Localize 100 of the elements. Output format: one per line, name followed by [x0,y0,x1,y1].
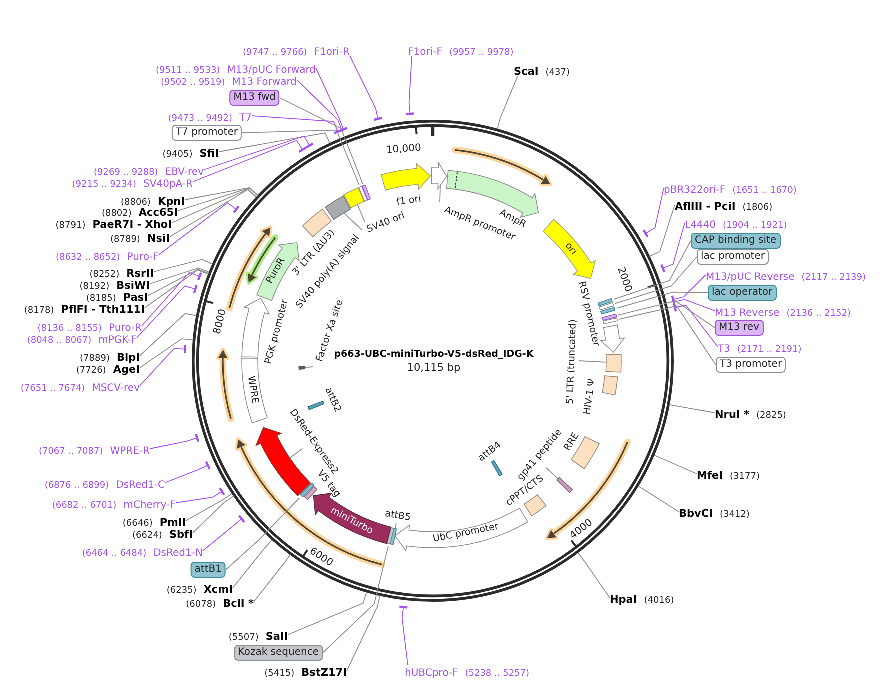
primer-range: (8632 .. 8652) [56,253,120,263]
leader-line [140,338,194,368]
feature-label: UbC promoter [432,521,500,545]
primer-range: (9502 .. 9519) [160,78,226,88]
enzyme-name: SalI [266,631,288,643]
primer-name: MSCV-rev [92,383,140,394]
feature-tag: M13 rev [715,320,764,336]
leader-line [164,460,211,484]
enzyme-name: SbfI [169,529,193,541]
leader-line [395,522,397,530]
feature-label: PGK promoter [263,298,291,366]
cut-site-position: (3412) [720,510,750,520]
leader-line [144,270,210,308]
feature-label: ori [562,240,580,258]
enzyme-name: PmlI [160,517,186,529]
leader-line [289,448,304,459]
leader-line [202,514,246,552]
cut-site-position: (6646) [122,519,153,529]
primer-name: WPRE-R [110,446,150,457]
primer-name: F1ori-F [408,47,442,58]
primer-name: SV40pA-R [144,179,193,190]
enzyme-name: ScaI [514,66,539,78]
primer-name: M13 Forward [232,77,297,88]
primer-name: L4440 [685,220,716,231]
primer-range: (9473 .. 9492) [168,114,233,124]
feature-mark [361,184,372,202]
feature-box [342,186,366,210]
enzyme-name: XcmI [204,584,233,596]
enzyme-name: HpaI [610,594,638,606]
primer-range: (2171 .. 2191) [737,345,802,355]
leader-line [357,204,366,222]
primer-range: (6682 .. 6701) [52,501,117,511]
feature-tag: lac operator [708,285,777,301]
enzyme-name: PaeR7I - XhoI [92,219,172,231]
leader-line [158,202,240,256]
enzyme-name: NruI * [715,409,750,421]
primer-name: Puro-F [127,252,159,263]
feature-tag: Kozak sequence [234,645,323,661]
leader-line [638,486,680,512]
leader-line [304,366,314,368]
feature-label: attB5 [384,508,412,524]
primer-range: (6464 .. 6484) [82,549,147,559]
feature-segment [542,218,597,280]
leader-line [440,184,441,203]
primer-range: (8136 .. 8155) [38,324,102,334]
primer-name: M13/pUC Reverse [706,272,795,283]
leader-line [578,360,607,363]
cut-site-position: (8802) [102,209,132,219]
cut-site-position: (8806) [121,198,151,208]
enzyme-name: BsiWI [116,280,150,292]
primer-range: (6876 .. 6899) [44,481,110,491]
feature-mark [357,185,369,203]
primer-name: DsRed1-N [154,548,203,559]
leader-line [280,98,364,184]
cut-site-position: (4016) [644,596,674,606]
cut-site-position: (8192) [80,282,110,292]
primer-range: (2136 .. 2152) [786,309,852,319]
feature-mark [299,482,316,498]
leader-line [184,187,259,200]
feature-tag: T3 promoter [716,357,786,373]
plasmid-name: p663-UBC-miniTurbo-V5-dsRed_IDG-K [334,349,534,361]
primer-range: (7067 .. 7087) [38,447,104,457]
leader-line [649,204,676,258]
leader-line [204,136,314,170]
leader-line [614,240,692,300]
leader-line [672,297,716,312]
feature-label: 5' LTR (truncated) [565,319,579,405]
leader-line [242,130,360,186]
enzyme-name: RsrII [126,268,154,280]
leader-line [140,344,187,386]
leader-line [673,302,718,348]
feature-box [605,353,623,374]
leader-line [654,454,698,474]
leader-line [142,272,202,326]
leader-line [296,80,347,133]
leader-line [546,468,559,480]
cut-site-position: (8791) [56,221,86,231]
feature-label: HIV-1 Ψ [582,378,598,416]
enzyme-name: AgeI [113,364,140,376]
feature-tag: M13 fwd [230,90,280,106]
primer-name: mCherry-F [124,500,176,511]
primer-range: (9747 .. 9766) [243,48,308,58]
cut-site-position: (7726) [76,366,106,376]
leader-line [350,56,384,122]
primer-range: (9215 .. 9234) [72,180,137,190]
feature-tag: CAP binding site [691,233,781,249]
leader-line [218,132,331,152]
tick-label: 2000 [614,266,634,294]
cut-site-position: (6235) [166,586,197,596]
feature-mark [303,485,319,501]
enzyme-name: PasI [123,292,148,304]
leader-line [344,212,363,231]
feature-mark [602,317,619,326]
leader-line [578,552,610,598]
leader-line [252,116,343,134]
leader-line [232,540,273,588]
cut-site-position: (5507) [228,633,259,643]
leader-line [660,222,686,274]
leader-line [405,56,416,116]
feature-box [324,195,352,221]
